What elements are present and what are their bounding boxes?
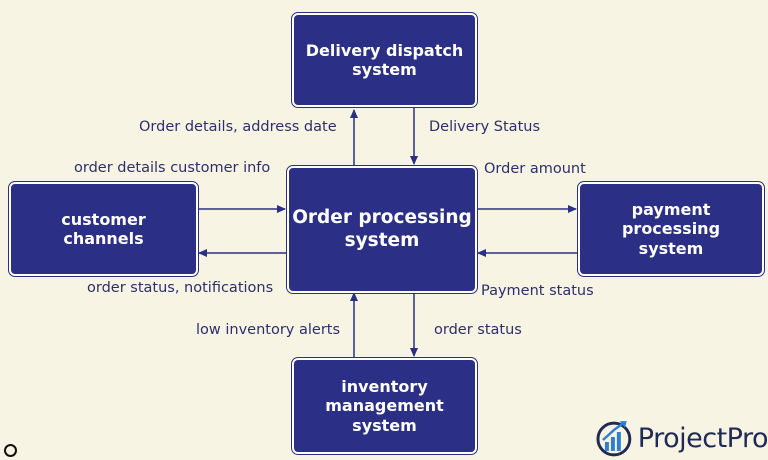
inventory-box-line-1: inventory xyxy=(341,377,428,397)
order-processing-system-box: Order processing system xyxy=(286,165,478,294)
corner-circle-icon xyxy=(4,444,17,457)
customer-box-line-2: channels xyxy=(63,229,144,248)
projectpro-logo: ProjectPro xyxy=(594,416,768,460)
label-order-details-address: Order details, address date xyxy=(139,119,337,135)
label-order-details-customer: order details customer info xyxy=(74,160,271,176)
label-low-inventory-alerts: low inventory alerts xyxy=(196,322,341,338)
projectpro-logo-icon xyxy=(596,421,632,457)
customer-channels-box: customer channels xyxy=(8,181,199,277)
delivery-box-line-2: system xyxy=(352,60,417,79)
inventory-box-line-2: management xyxy=(325,396,444,416)
payment-processing-system-box: payment processing system xyxy=(577,181,765,277)
label-order-status: order status xyxy=(434,322,522,338)
delivery-dispatch-system-box: Delivery dispatch system xyxy=(291,12,478,108)
label-payment-status: Payment status xyxy=(481,283,594,299)
payment-box-line-1: payment processing xyxy=(621,200,721,239)
label-delivery-status: Delivery Status xyxy=(429,119,541,135)
projectpro-logo-text: ProjectPro xyxy=(637,422,768,454)
customer-box-line-1: customer xyxy=(61,209,146,229)
inventory-box-line-3: system xyxy=(352,415,417,435)
inventory-management-system-box: inventory management system xyxy=(291,357,478,455)
order-box-line-1: Order processing xyxy=(292,207,472,229)
delivery-box-line-1: Delivery dispatch xyxy=(305,40,464,60)
label-order-status-notifications: order status, notifications xyxy=(87,280,274,296)
order-box-line-2: system xyxy=(344,229,420,251)
payment-box-line-2: system xyxy=(638,238,704,258)
label-order-amount: Order amount xyxy=(484,161,586,177)
